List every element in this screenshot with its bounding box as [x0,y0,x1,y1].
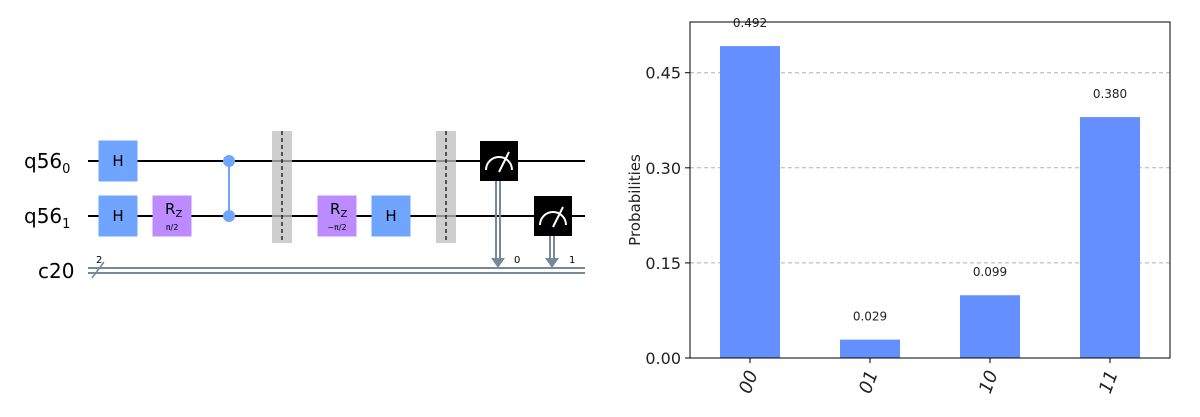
qubit-label-1: q561 [24,204,70,232]
h-gate-q1: H [98,195,138,237]
bars [720,46,1140,359]
svg-text:RZ: RZ [330,200,347,220]
bar-value-label-01: 0.029 [853,310,887,324]
x-tick-label-01: 01 [855,368,883,397]
measure-bit-label-1: 1 [569,255,575,266]
x-tick-label-10: 10 [975,368,1003,397]
x-tick-label-11: 11 [1095,368,1123,397]
bar-10 [960,295,1020,358]
bar-value-label-00: 0.492 [733,16,767,30]
measure-q1 [534,196,572,268]
creg-width-label: 2 [96,255,102,266]
svg-text:RZ: RZ [165,200,182,220]
bar-00 [720,46,780,358]
rz-gate-q1-b: RZ −π/2 [317,195,357,237]
bar-value-label-11: 0.380 [1093,87,1127,101]
y-tick-label: 0.15 [645,254,681,273]
x-axis-ticks: 00 01 10 11 [735,358,1123,396]
rz-gate-q1-a: RZ π/2 [152,195,192,237]
histogram-chart: 0.492 0.029 0.099 0.380 0.00 0.15 0.30 0.45 00… [626,16,1171,396]
bar-11 [1080,117,1140,359]
svg-text:H: H [112,152,123,170]
y-tick-label: 0.45 [645,64,681,83]
cz-gate [223,155,235,222]
y-axis-ticks: 0.00 0.15 0.30 0.45 [645,64,690,368]
bar-value-labels: 0.492 0.029 0.099 0.380 [733,16,1127,324]
quantum-circuit: q560 q561 c20 2 H H RZ π/2 [24,131,585,283]
svg-text:π/2: π/2 [166,223,179,232]
svg-text:H: H [385,207,396,225]
barrier-2 [436,131,456,243]
qubit-label-0: q560 [24,149,70,177]
classical-register-wire [88,261,585,279]
barrier-1 [272,131,292,243]
measure-q0 [480,141,518,268]
x-tick-label-00: 00 [735,368,763,397]
svg-text:H: H [112,207,123,225]
creg-label: c20 [38,259,74,283]
y-tick-label: 0.30 [645,159,681,178]
svg-text:−π/2: −π/2 [327,223,346,232]
measure-bit-label-0: 0 [514,255,520,266]
plot-frame [689,21,1171,359]
h-gate-q1-second: H [371,195,411,237]
y-tick-label: 0.00 [645,349,681,368]
h-gate-q0: H [98,140,138,182]
bar-value-label-10: 0.099 [973,265,1007,279]
y-axis-label: Probabilities [626,154,644,246]
bar-01 [840,339,900,358]
